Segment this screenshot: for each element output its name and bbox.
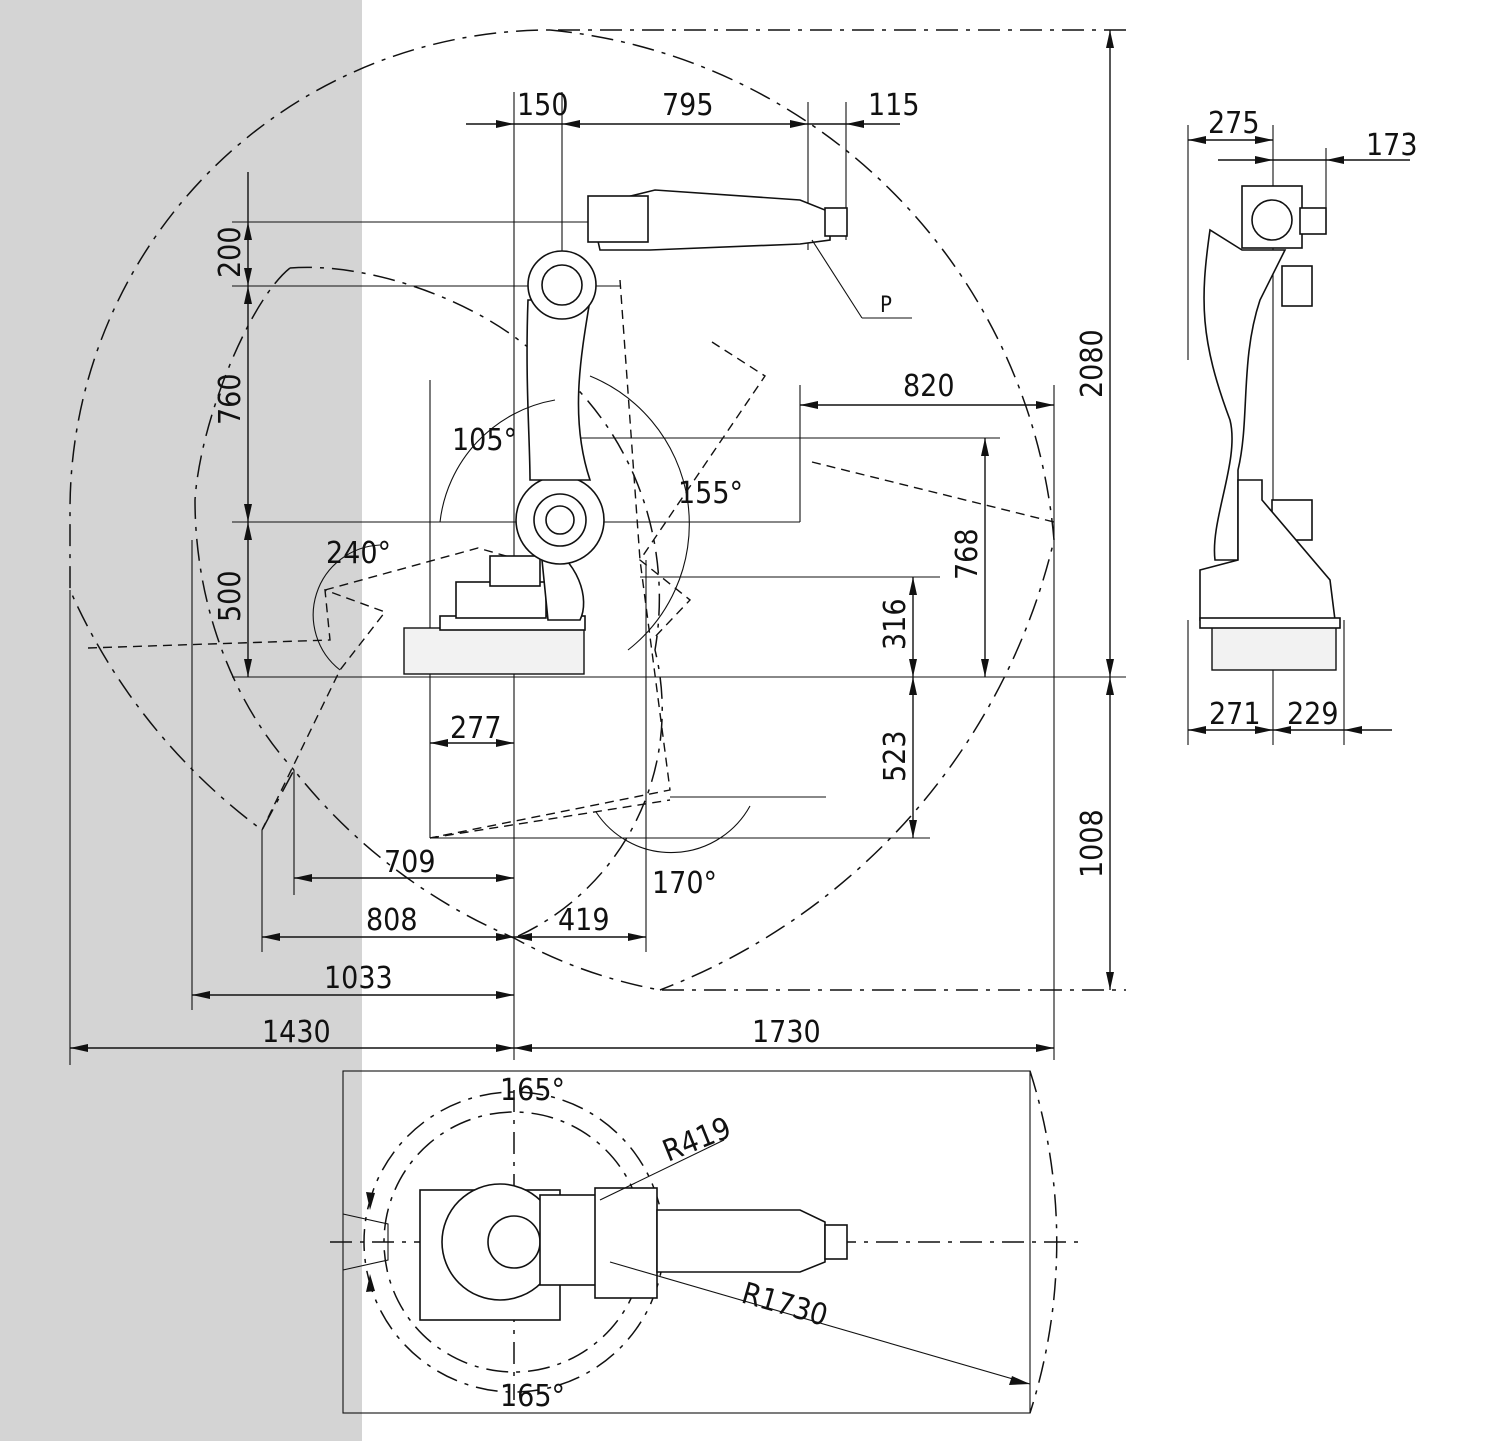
dim-2080: 2080: [1075, 329, 1110, 398]
dim-768: 768: [950, 528, 985, 580]
dim-1033: 1033: [324, 961, 393, 996]
radius-r1730: R1730: [738, 1276, 832, 1334]
top-view: 165° 165° R419 R1730: [330, 1070, 1080, 1414]
dim-709: 709: [384, 845, 436, 880]
robot-side-body: [403, 189, 912, 675]
dim-795: 795: [662, 88, 714, 123]
front-view: 275 173 271 229: [1187, 106, 1418, 745]
angle-240: 240°: [326, 536, 391, 571]
dim-277: 277: [450, 711, 502, 746]
dim-1430: 1430: [262, 1015, 331, 1050]
dim-150: 150: [517, 88, 569, 123]
dim-523: 523: [878, 730, 913, 782]
dim-820: 820: [903, 369, 955, 404]
dim-808: 808: [366, 903, 418, 938]
angle-105: 105°: [452, 423, 517, 458]
shaded-area: [0, 0, 362, 1441]
dim-115: 115: [868, 88, 920, 123]
dim-760: 760: [213, 373, 248, 425]
dim-419: 419: [558, 903, 610, 938]
angle-165-top: 165°: [500, 1073, 565, 1108]
angle-155: 155°: [678, 476, 743, 511]
dim-1008: 1008: [1075, 809, 1110, 878]
angle-170: 170°: [652, 866, 717, 901]
angle-165-bottom: 165°: [500, 1379, 565, 1414]
point-p-label: P: [880, 293, 892, 318]
dim-200: 200: [213, 226, 248, 278]
dim-316: 316: [878, 598, 913, 650]
front-dim-229: 229: [1287, 697, 1339, 732]
dim-1730: 1730: [752, 1015, 821, 1050]
side-view: 150 795 115 200 760 500 2080 1008 820 76…: [69, 29, 1126, 1065]
radius-r419: R419: [658, 1111, 736, 1170]
front-dim-275: 275: [1208, 106, 1260, 141]
front-dim-173: 173: [1366, 128, 1418, 163]
front-dim-271: 271: [1209, 697, 1261, 732]
dim-500: 500: [213, 570, 248, 622]
